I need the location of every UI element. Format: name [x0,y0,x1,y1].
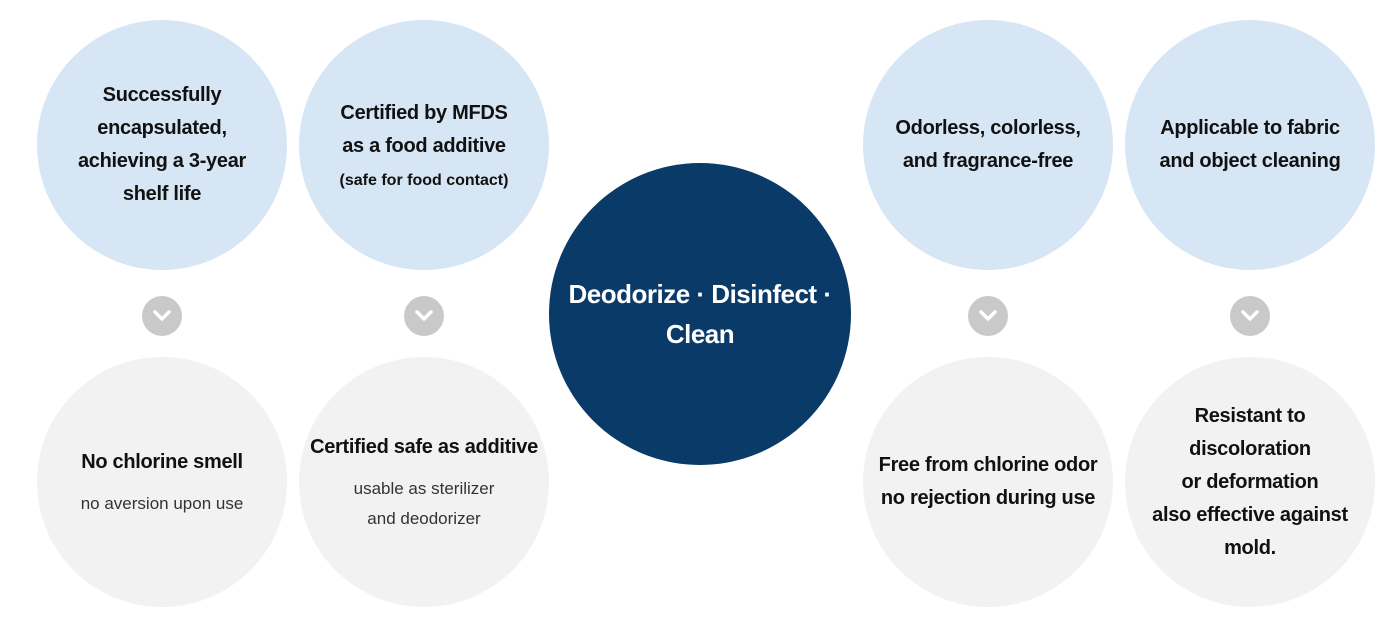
benefit-circle-resistant: Resistant to discoloration or deformatio… [1125,357,1375,607]
benefit-title: No chlorine smell [81,450,243,473]
benefit-circle-safe-additive: Certified safe as additive usable as ste… [299,357,549,607]
feature-title: Odorless, colorless, and fragrance-free [895,117,1081,172]
feature-title: Successfully encapsulated, achieving a 3… [77,84,247,205]
benefit-title: Free from chlorine odor no rejection dur… [878,454,1098,509]
feature-circle-odorless: Odorless, colorless, and fragrance-free [863,20,1113,270]
benefit-subtitle: usable as sterilizer and deodorizer [353,478,495,528]
benefit-title: Resistant to discoloration or deformatio… [1152,404,1348,559]
benefit-circle-no-chlorine-smell: No chlorine smell no aversion upon use [37,357,287,607]
chevron-down-icon [968,296,1008,336]
chevron-down-icon [404,296,444,336]
feature-title: Certified by MFDS as a food additive [340,102,508,157]
center-circle: Deodorize · Disinfect · Clean [549,163,851,465]
feature-note: (safe for food contact) [339,172,509,189]
chevron-down-icon [1230,296,1270,336]
feature-circle-mfds-certified: Certified by MFDS as a food additive (sa… [299,20,549,270]
center-title: Deodorize · Disinfect · Clean [568,279,832,349]
feature-circle-fabric-cleaning: Applicable to fabric and object cleaning [1125,20,1375,270]
benefit-subtitle: no aversion upon use [80,493,244,513]
feature-title: Applicable to fabric and object cleaning [1159,117,1341,172]
feature-circle-shelf-life: Successfully encapsulated, achieving a 3… [37,20,287,270]
benefit-circle-no-rejection: Free from chlorine odor no rejection dur… [863,357,1113,607]
benefit-title: Certified safe as additive [310,435,538,458]
chevron-down-icon [142,296,182,336]
